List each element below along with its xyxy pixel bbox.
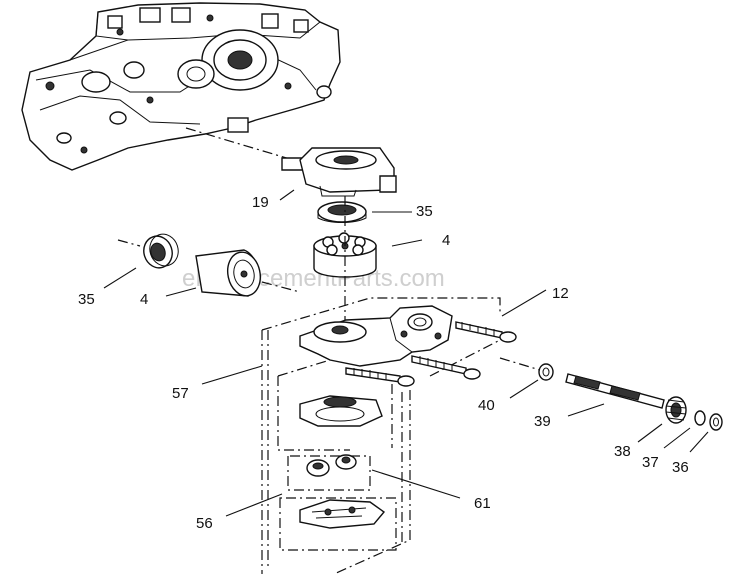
callout-39: 39 bbox=[534, 413, 551, 430]
subassembly-outline-upper bbox=[277, 359, 393, 451]
bolt-lower bbox=[345, 367, 415, 387]
part-12-center-section bbox=[299, 305, 453, 367]
callout-56: 56 bbox=[196, 515, 213, 532]
bolt-middle bbox=[411, 355, 481, 380]
part-39-shaft bbox=[499, 357, 665, 409]
assembly-outline-57 bbox=[261, 297, 501, 575]
part-38-gear bbox=[665, 396, 687, 424]
callout-35-upper: 35 bbox=[416, 203, 433, 220]
part-37-ring bbox=[694, 410, 706, 426]
callout-61: 61 bbox=[474, 495, 491, 512]
part-36-washer bbox=[709, 413, 723, 431]
callout-35-left: 35 bbox=[78, 291, 95, 308]
part-35-seal-upper bbox=[317, 201, 367, 223]
callout-57: 57 bbox=[172, 385, 189, 402]
swashplate bbox=[299, 395, 383, 427]
callout-40: 40 bbox=[478, 397, 495, 414]
callout-12: 12 bbox=[552, 285, 569, 302]
part-40-washer bbox=[538, 363, 554, 381]
callout-37: 37 bbox=[642, 454, 659, 471]
part-61-assembly bbox=[287, 454, 371, 491]
callout-36: 36 bbox=[672, 459, 689, 476]
callout-4-left: 4 bbox=[140, 291, 148, 308]
part-35-bearing-left bbox=[117, 233, 179, 269]
callout-38: 38 bbox=[614, 443, 631, 460]
callout-4-upper: 4 bbox=[442, 232, 450, 249]
part-56-cover-plate bbox=[279, 497, 397, 551]
callout-19: 19 bbox=[252, 194, 269, 211]
part-19-pump-housing bbox=[281, 147, 397, 197]
transmission-housing bbox=[21, 2, 341, 171]
leader-lines bbox=[103, 189, 709, 517]
bolt-upper bbox=[455, 321, 517, 343]
part-4-cylinder-block-left bbox=[195, 249, 301, 297]
